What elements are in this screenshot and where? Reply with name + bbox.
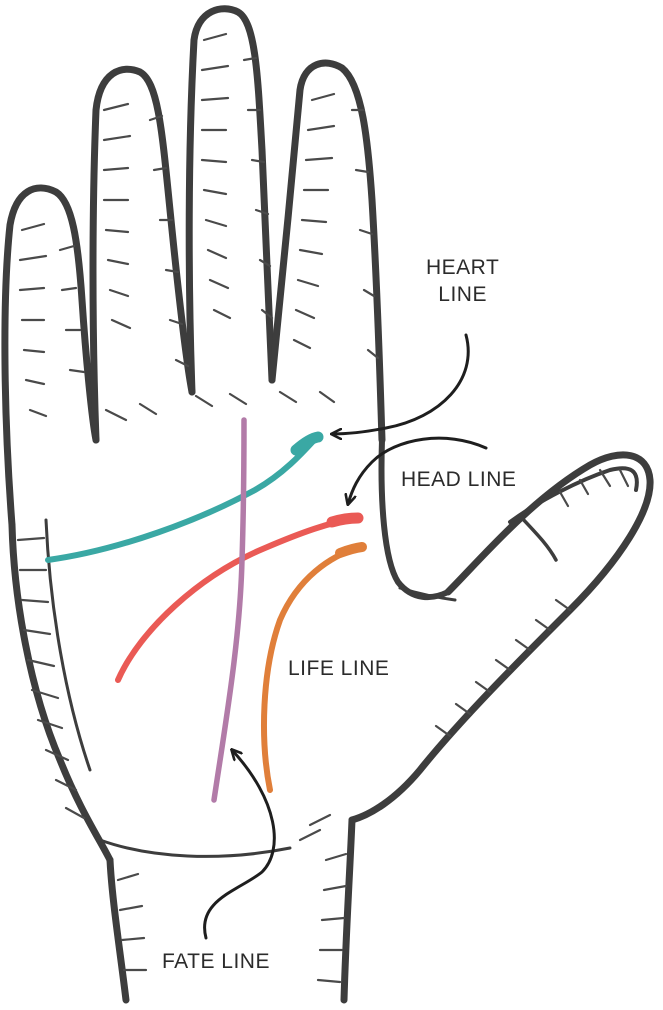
palm-left-edge (8, 521, 114, 864)
fate-arrow (203, 750, 276, 940)
life-line (261, 544, 363, 793)
head-line (115, 515, 361, 683)
pointer-arrows (203, 333, 488, 940)
head-line-tip (326, 512, 364, 528)
head-line-label: HEAD LINE (401, 468, 517, 491)
heart-line (45, 435, 319, 563)
hand-outline (1, 5, 654, 1004)
palm-bottom-crease (98, 838, 292, 858)
fate-line (211, 417, 247, 803)
thumb-knuckle (518, 514, 558, 562)
life-line-tip (335, 542, 367, 558)
thumb-base-crease (398, 586, 457, 602)
heart-arrow (332, 333, 470, 434)
heart-line-label: HEART LINE (426, 254, 499, 308)
palm-thumb-edge (378, 437, 451, 601)
ring-finger (89, 65, 196, 444)
middle-finger (185, 5, 276, 396)
palm-lines (45, 417, 367, 803)
heart-line-tip (290, 431, 324, 456)
pinky-finger (1, 184, 100, 529)
life-line-label: LIFE LINE (288, 657, 390, 680)
heart-line-label-line2: LINE (438, 283, 487, 306)
index-finger (268, 59, 386, 444)
palm-left-inner (44, 518, 92, 772)
thumb (348, 451, 654, 824)
wrist-right (340, 816, 356, 1004)
thumb-inner (508, 466, 639, 524)
heart-line-label-line1: HEART (426, 256, 500, 279)
fate-line-label: FATE LINE (162, 950, 270, 973)
wrist-left (106, 856, 130, 1004)
hatching (16, 32, 630, 984)
head-arrow (348, 436, 488, 504)
